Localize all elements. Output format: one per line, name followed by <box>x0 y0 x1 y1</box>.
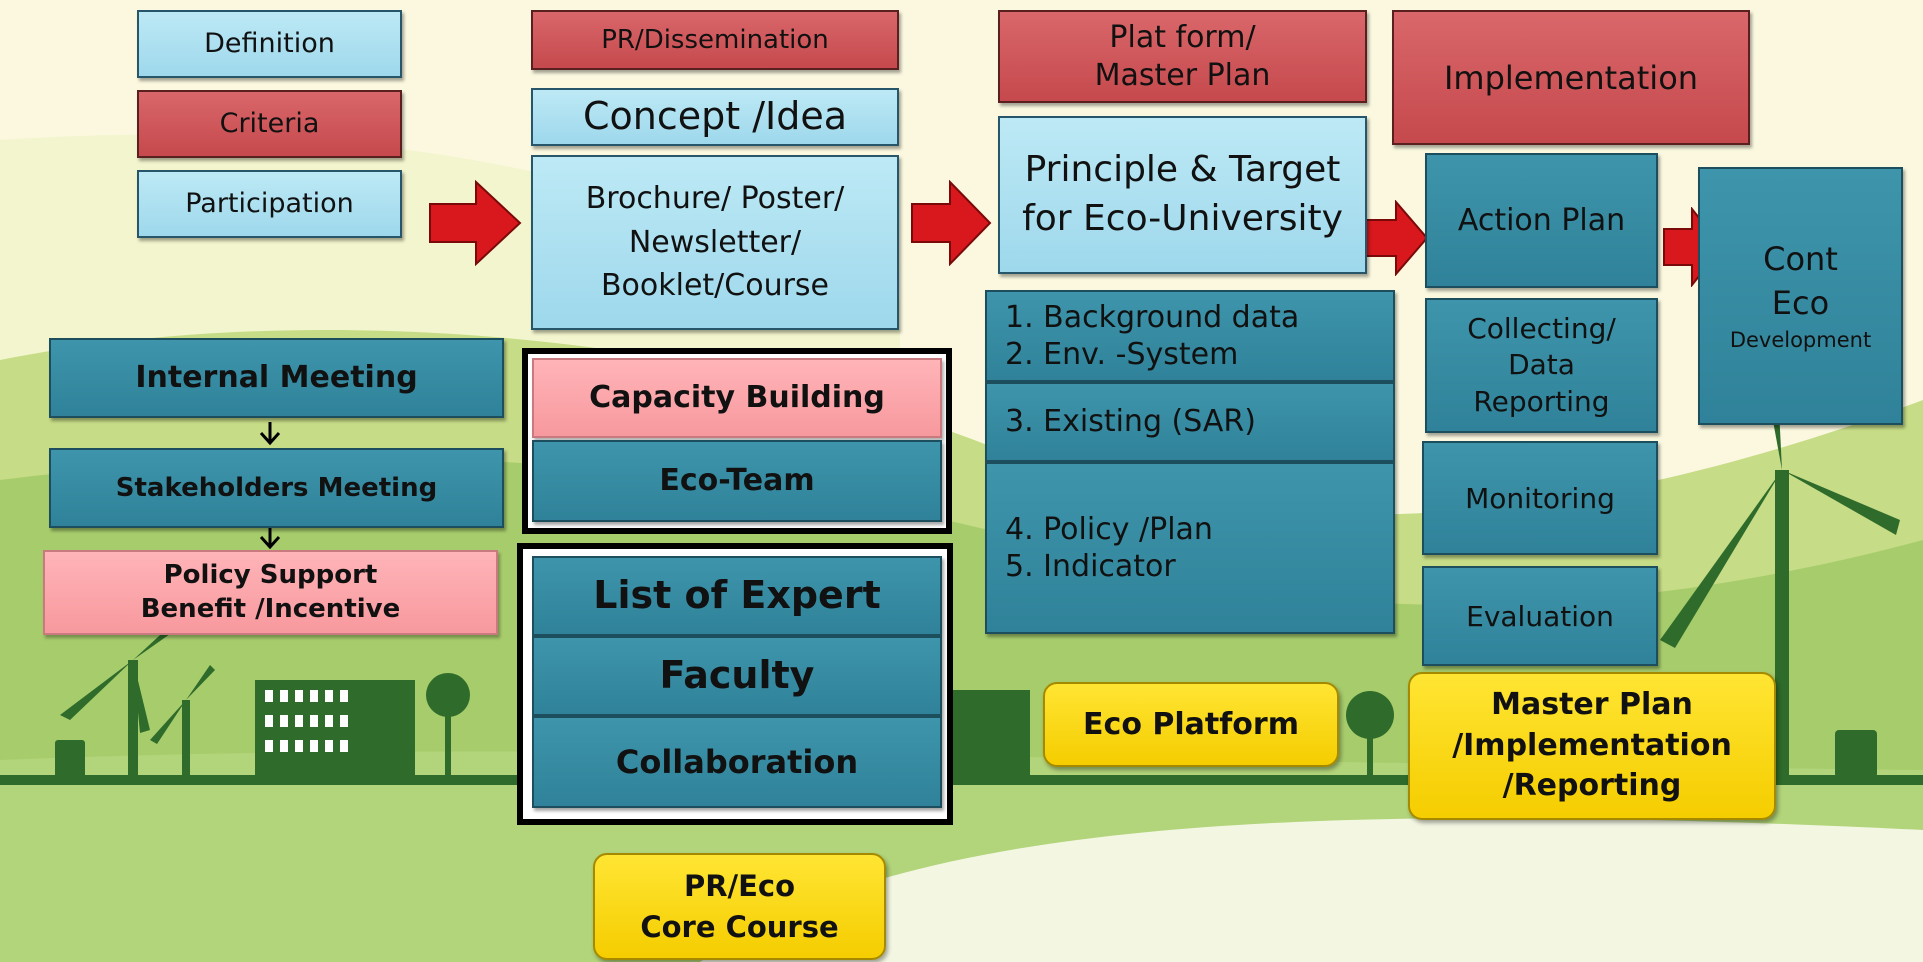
collaboration-box: Collaboration <box>532 716 942 808</box>
right-arrow-icon <box>911 180 992 266</box>
stakeholders-meeting-box: Stakeholders Meeting <box>49 448 504 528</box>
faculty-box: Faculty <box>532 636 942 716</box>
cont-label: Cont <box>1763 239 1838 278</box>
evaluation-box: Evaluation <box>1422 566 1658 666</box>
brochure-box: Brochure/ Poster/ Newsletter/ Booklet/Co… <box>531 155 899 330</box>
development-label: Development <box>1729 328 1872 353</box>
down-arrow-icon <box>259 422 281 446</box>
master-plan-implementation-box: Master Plan /Implementation /Reporting <box>1408 672 1776 820</box>
monitoring-box: Monitoring <box>1422 441 1658 555</box>
right-arrow-icon <box>429 180 522 266</box>
implementation-box: Implementation <box>1392 10 1750 145</box>
cont-eco-development-box: Cont Eco Development <box>1698 167 1903 425</box>
pr-dissemination-box: PR/Dissemination <box>531 10 899 70</box>
eco-platform-box: Eco Platform <box>1043 682 1339 767</box>
principle-target-box: Principle & Target for Eco-University <box>998 116 1367 274</box>
policy-plan-box: 4. Policy /Plan 5. Indicator <box>985 462 1395 634</box>
internal-meeting-box: Internal Meeting <box>49 338 504 418</box>
existing-sar-box: 3. Existing (SAR) <box>985 382 1395 462</box>
down-arrow-icon <box>259 528 281 549</box>
pr-eco-core-course-box: PR/Eco Core Course <box>593 853 886 960</box>
capacity-building-box: Capacity Building <box>532 358 942 438</box>
platform-master-plan-box: Plat form/ Master Plan <box>998 10 1367 103</box>
action-plan-box: Action Plan <box>1425 153 1658 288</box>
right-arrow-icon <box>1365 200 1429 276</box>
policy-support-box: Policy Support Benefit /Incentive <box>43 550 498 635</box>
concept-idea-box: Concept /Idea <box>531 88 899 146</box>
list-of-expert-box: List of Expert <box>532 556 942 636</box>
eco-label: Eco <box>1771 284 1830 323</box>
criteria-box: Criteria <box>137 90 402 158</box>
definition-box: Definition <box>137 10 402 78</box>
eco-team-box: Eco-Team <box>532 440 942 522</box>
background-data-box: 1. Background data 2. Env. -System <box>985 290 1395 382</box>
participation-box: Participation <box>137 170 402 238</box>
collecting-data-box: Collecting/ Data Reporting <box>1425 298 1658 433</box>
